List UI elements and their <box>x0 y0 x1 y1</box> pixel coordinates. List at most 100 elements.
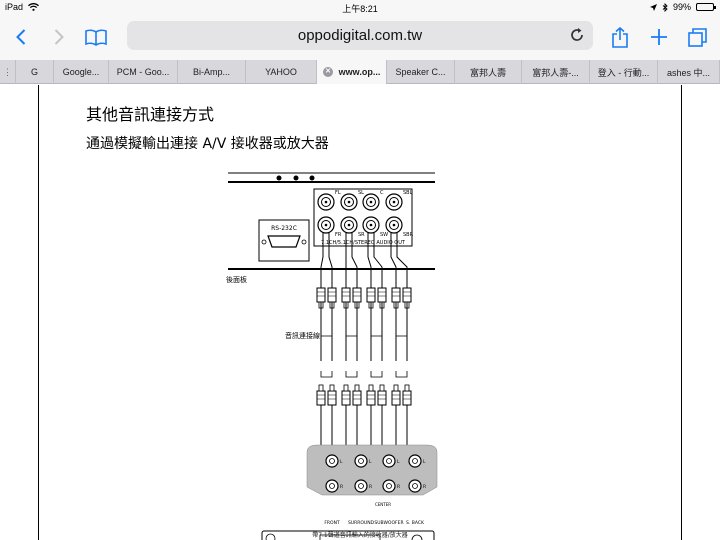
rca-jack-pin-icon <box>347 223 351 227</box>
tab-pinned-edge[interactable]: ⋮ <box>0 60 16 84</box>
tab-label: ashes 中... <box>666 67 711 78</box>
rca-plug-ridges <box>353 291 361 297</box>
tab-ashes[interactable]: ashes 中... <box>658 60 720 84</box>
rca-jack-inner-icon <box>366 197 376 207</box>
document-frame <box>38 85 682 540</box>
tab-yahoo[interactable]: YAHOO <box>246 60 317 84</box>
panel-screw-icon <box>309 175 315 181</box>
tab-fubon-2[interactable]: 富邦人壽-... <box>522 60 590 84</box>
rca-jack-icon <box>385 193 403 211</box>
tab-separator-icon: ⋮ <box>3 66 12 77</box>
browser-toolbar: oppodigital.com.tw <box>0 15 720 60</box>
tabs-overview-button[interactable] <box>684 23 710 51</box>
jack-label: SBL <box>403 190 413 196</box>
url-text: oppodigital.com.tw <box>297 27 423 44</box>
rca-plug-icon <box>377 287 387 303</box>
rca-plug-icon <box>366 390 376 406</box>
tab-pcm[interactable]: PCM - Goo... <box>109 60 178 84</box>
receiver-rca-jack-inner-icon <box>329 458 335 464</box>
tab-google-short[interactable]: G <box>16 60 54 84</box>
rca-jack-inner-icon <box>344 197 354 207</box>
tab-oppo-active[interactable]: ✕ www.op... <box>317 60 387 84</box>
cable-pair-bracket <box>345 371 358 378</box>
rca-plug-icon <box>341 287 351 303</box>
receiver-rca-jack-icon <box>382 479 396 493</box>
jack-label: SR <box>358 232 365 238</box>
receiver-channel-mark: R <box>340 484 343 490</box>
receiver-channel-mark: L <box>340 459 343 465</box>
cable-pair-bracket <box>370 335 383 343</box>
web-page[interactable]: 其他音訊連接方式 通過模擬輸出連接 A/V 接收器或放大器 RS-232C FL… <box>0 85 720 540</box>
rca-plug-icon <box>327 390 337 406</box>
rca-plug-icon <box>316 390 326 406</box>
jack-label: FL <box>335 190 341 196</box>
receiver-channel-mark: R <box>369 484 372 490</box>
share-button[interactable] <box>607 23 633 51</box>
receiver-rca-jack-inner-icon <box>386 483 392 489</box>
cable-pair-bracket <box>320 335 333 343</box>
receiver-rca-jack-icon <box>325 479 339 493</box>
rca-plug-ridges <box>328 291 336 297</box>
rca-jack-pin-icon <box>369 200 373 204</box>
battery-percent: 99% <box>672 2 691 12</box>
rca-plug-ridges <box>342 394 350 400</box>
jack-label: C <box>380 190 384 196</box>
rca-plug-icon <box>402 287 412 303</box>
reload-icon[interactable] <box>569 27 585 43</box>
address-bar[interactable]: oppodigital.com.tw <box>127 21 593 50</box>
tab-label: YAHOO <box>265 67 297 77</box>
receiver-input-plate <box>306 444 438 496</box>
panel-screw-icon <box>276 175 282 181</box>
cable-pair-bracket <box>395 371 408 378</box>
rca-plug-ridges <box>378 394 386 400</box>
share-icon <box>612 26 628 48</box>
serial-port-icon <box>267 235 301 248</box>
back-button[interactable] <box>10 23 32 51</box>
cable-pair-bracket <box>345 335 358 343</box>
tab-label: Google... <box>62 67 100 77</box>
rca-plug-ridges <box>378 291 386 297</box>
tab-speaker[interactable]: Speaker C... <box>387 60 455 84</box>
rca-plug-icon <box>341 390 351 406</box>
cable-pair-bracket <box>320 371 333 378</box>
receiver-rca-jack-icon <box>325 454 339 468</box>
av-receiver-unit <box>261 530 435 540</box>
jack-label: SBR <box>403 232 414 238</box>
tab-login[interactable]: 登入 - 行動... <box>590 60 658 84</box>
status-left: iPad <box>5 2 39 12</box>
rca-cables <box>316 233 412 445</box>
status-right: 99% <box>649 2 716 12</box>
rs232-label: RS-232C <box>271 225 297 232</box>
tab-fubon-1[interactable]: 富邦人壽 <box>455 60 522 84</box>
rca-plug-ridges <box>367 291 375 297</box>
rca-plug-icon <box>366 287 376 303</box>
receiver-section-subwoofer: SUBWOOFER <box>374 520 403 526</box>
cable-label: 音訊連接線 <box>285 331 320 340</box>
rca-plug-ridges <box>403 291 411 297</box>
figure-caption: 帶7.1聲道音訊輸入的接收器/放大器 <box>312 532 408 539</box>
receiver-rca-jack-inner-icon <box>412 458 418 464</box>
tab-label: PCM - Goo... <box>116 67 170 77</box>
rca-plug-tip <box>368 384 374 392</box>
receiver-rca-jack-inner-icon <box>358 458 364 464</box>
rca-jack-pin-icon <box>324 223 328 227</box>
rca-jack-pin-icon <box>347 200 351 204</box>
receiver-rca-jack-icon <box>408 479 422 493</box>
panel-screw-icon <box>293 175 299 181</box>
cable-pair-bracket <box>370 371 383 378</box>
bookmarks-button[interactable] <box>82 23 110 51</box>
forward-button[interactable] <box>48 23 70 51</box>
new-tab-button[interactable] <box>646 23 672 51</box>
wifi-icon <box>28 3 39 11</box>
receiver-display <box>319 534 381 540</box>
close-tab-icon[interactable]: ✕ <box>323 67 333 77</box>
audio-out-jack-panel <box>313 188 413 247</box>
rca-plug-ridges <box>392 394 400 400</box>
tabs-icon <box>687 27 707 47</box>
tab-google[interactable]: Google... <box>54 60 109 84</box>
tab-label: Bi-Amp... <box>192 67 230 77</box>
rca-plug-icon <box>391 287 401 303</box>
tab-bi-amp[interactable]: Bi-Amp... <box>178 60 246 84</box>
bluetooth-icon <box>662 2 668 12</box>
rca-plug-tip <box>404 384 410 392</box>
